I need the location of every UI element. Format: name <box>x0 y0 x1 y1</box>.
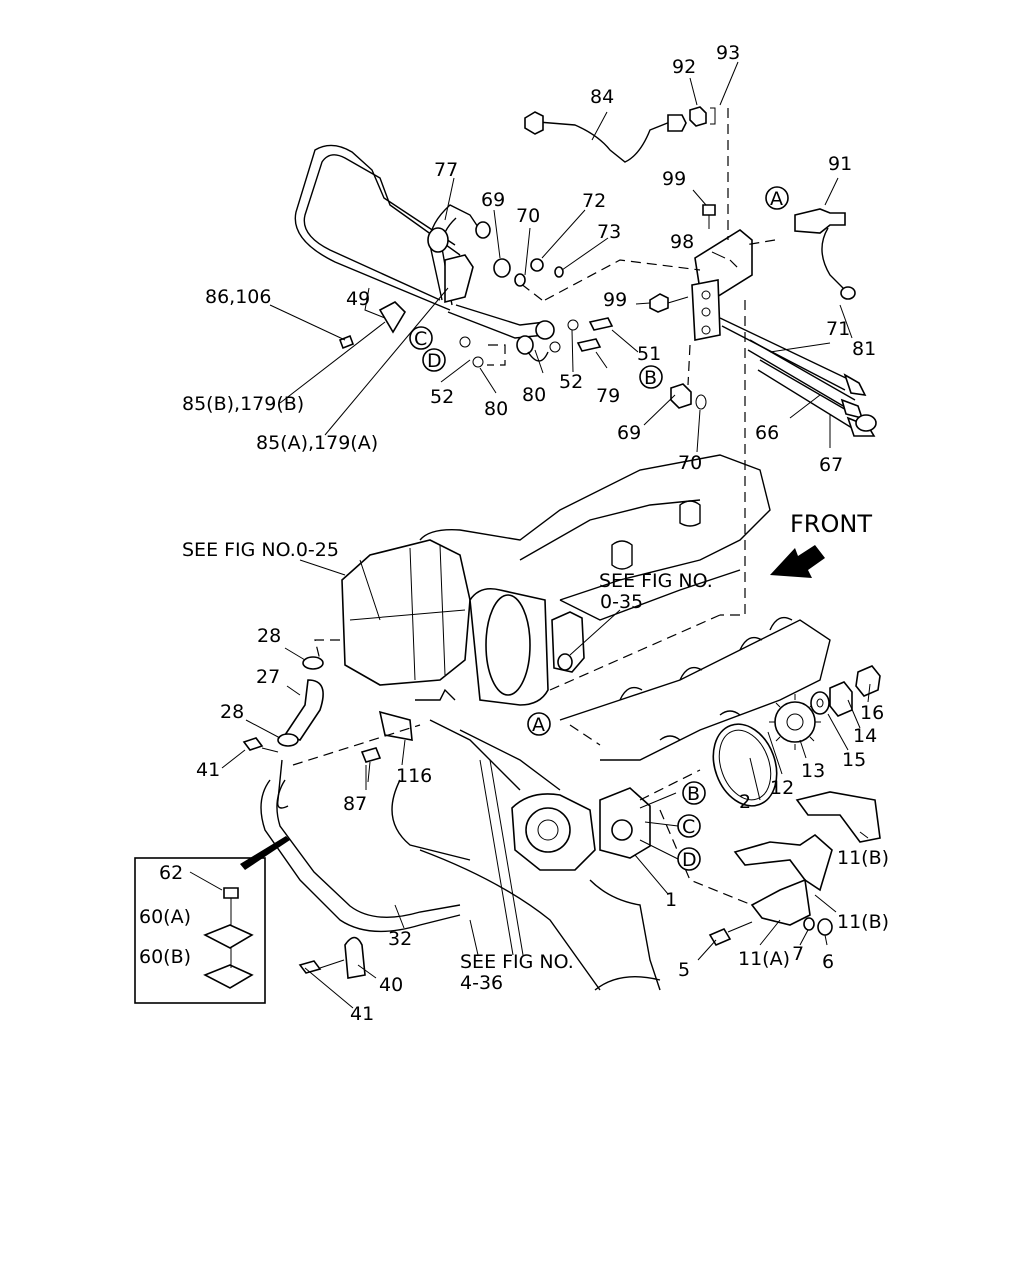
note-see-fig-4-36-line2: 4-36 <box>460 972 503 994</box>
label-80-left: 80 <box>484 398 508 420</box>
label-86-106: 86,106 <box>205 286 271 308</box>
label-87: 87 <box>343 793 367 815</box>
label-14: 14 <box>853 725 877 747</box>
label-51: 51 <box>637 343 661 365</box>
reference-notes: SEE FIG NO.0-25 SEE FIG NO. 0-35 SEE FIG… <box>182 539 713 994</box>
label-71: 71 <box>826 318 850 340</box>
label-7: 7 <box>792 943 804 965</box>
label-67: 67 <box>819 454 843 476</box>
label-99-top: 99 <box>662 168 686 190</box>
callout-c-bottom: C <box>682 816 695 838</box>
label-91: 91 <box>828 153 852 175</box>
label-52-mid: 52 <box>559 371 583 393</box>
label-84: 84 <box>590 86 614 108</box>
label-6: 6 <box>822 951 834 973</box>
leader-lines <box>189 61 871 1009</box>
callout-b-top: B <box>644 367 657 389</box>
label-60b: 60(B) <box>139 946 191 968</box>
label-40: 40 <box>379 974 403 996</box>
label-92: 92 <box>672 56 696 78</box>
label-32: 32 <box>388 928 412 950</box>
label-73: 73 <box>597 221 621 243</box>
callout-a-top: A <box>770 188 783 210</box>
label-62: 62 <box>159 862 183 884</box>
label-81: 81 <box>852 338 876 360</box>
label-49: 49 <box>346 288 370 310</box>
callout-d-bottom: D <box>682 849 697 871</box>
label-5: 5 <box>678 959 690 981</box>
label-11b-top: 11(B) <box>837 847 889 869</box>
label-13: 13 <box>801 760 825 782</box>
front-arrow-icon <box>770 545 825 578</box>
front-label: FRONT <box>790 510 872 538</box>
label-12: 12 <box>770 777 794 799</box>
callout-a-bottom: A <box>532 714 545 736</box>
label-77: 77 <box>434 159 458 181</box>
label-116: 116 <box>396 765 432 787</box>
label-41-top: 41 <box>196 759 220 781</box>
label-1: 1 <box>665 889 677 911</box>
label-15: 15 <box>842 749 866 771</box>
engine-outline-group <box>242 454 881 991</box>
label-11b-bottom: 11(B) <box>837 911 889 933</box>
note-see-fig-4-36-line1: SEE FIG NO. <box>460 951 574 973</box>
callout-b-bottom: B <box>687 783 700 805</box>
inset-box <box>134 836 290 1004</box>
callout-c-top: C <box>414 328 427 350</box>
label-79: 79 <box>596 385 620 407</box>
label-70-bottom: 70 <box>678 452 702 474</box>
label-85a-179a: 85(A),179(A) <box>256 432 378 454</box>
label-85b-179b: 85(B),179(B) <box>182 393 304 415</box>
label-28-top: 28 <box>257 625 281 647</box>
label-70-top: 70 <box>516 205 540 227</box>
label-27: 27 <box>256 666 280 688</box>
label-2: 2 <box>739 791 751 813</box>
upper-piping-group <box>294 106 877 691</box>
label-52-left: 52 <box>430 386 454 408</box>
label-69-top: 69 <box>481 189 505 211</box>
label-16: 16 <box>860 702 884 724</box>
label-72: 72 <box>582 190 606 212</box>
label-98: 98 <box>670 231 694 253</box>
label-11a: 11(A) <box>738 948 790 970</box>
label-60a: 60(A) <box>139 906 191 928</box>
note-see-fig-0-25: SEE FIG NO.0-25 <box>182 539 339 561</box>
label-66: 66 <box>755 422 779 444</box>
part-labels: 93 92 84 91 99 77 69 70 72 73 98 99 49 8… <box>139 42 889 1025</box>
note-see-fig-0-35-line1: SEE FIG NO. <box>599 570 713 592</box>
label-69-bottom: 69 <box>617 422 641 444</box>
note-see-fig-0-35-line2: 0-35 <box>600 591 643 613</box>
label-99-mid: 99 <box>603 289 627 311</box>
label-93: 93 <box>716 42 740 64</box>
label-80-mid: 80 <box>522 384 546 406</box>
callout-markers: A C D B A B C D <box>409 186 789 871</box>
label-28-bottom: 28 <box>220 701 244 723</box>
label-41-bottom: 41 <box>350 1003 374 1025</box>
callout-d-top: D <box>427 350 442 372</box>
front-indicator: FRONT <box>770 510 872 578</box>
